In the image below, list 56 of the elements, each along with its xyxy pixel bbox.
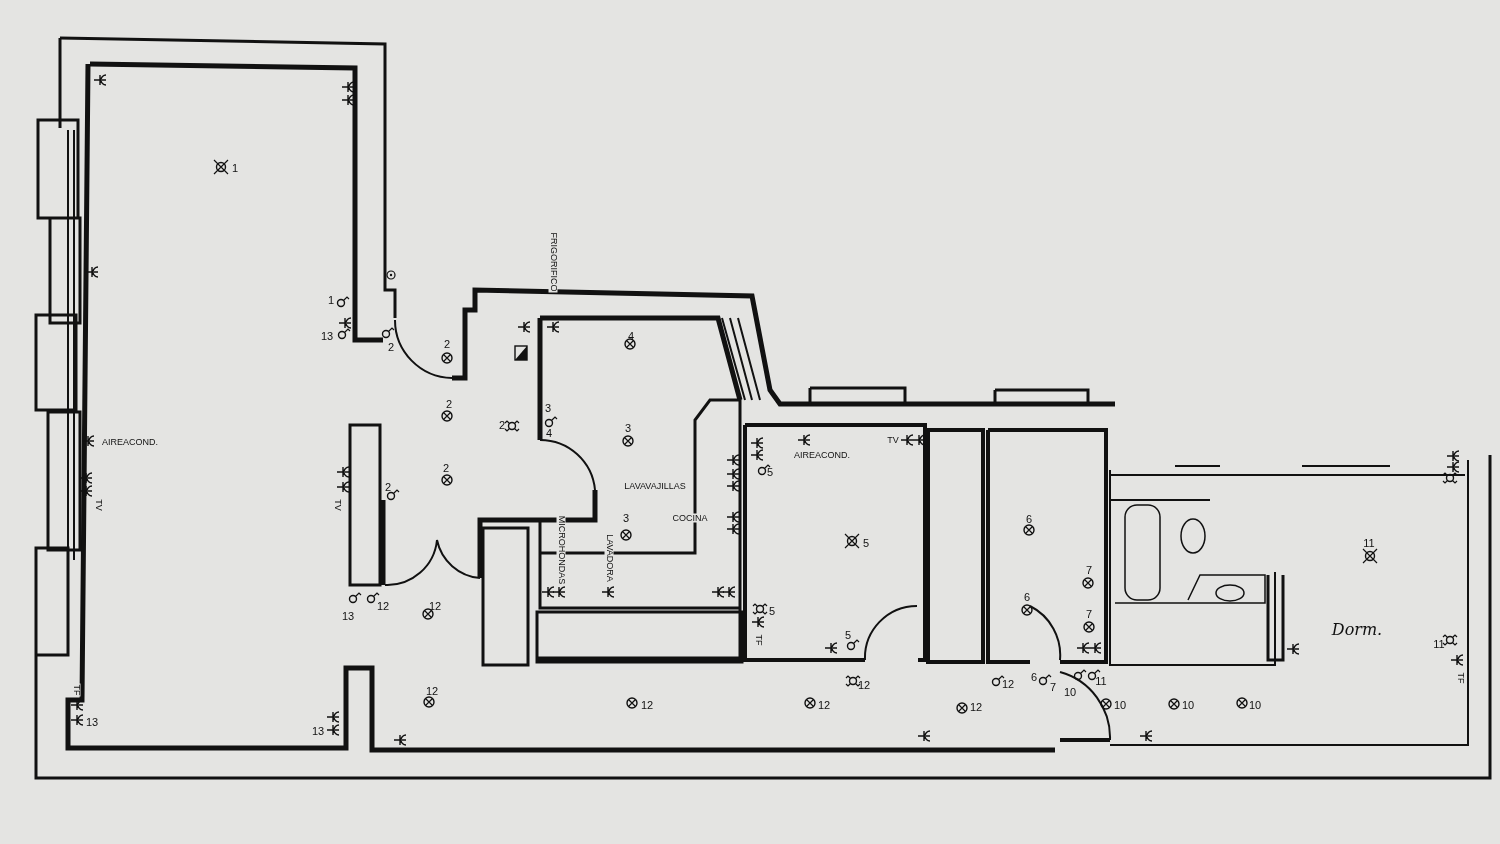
symbol-number: 12 [816, 699, 832, 711]
symbol-number: 12 [968, 701, 984, 713]
appliance-label: MICROHONDAS [556, 514, 566, 586]
symbol-number: 2 [444, 398, 454, 410]
symbol-number: 12 [427, 600, 443, 612]
symbol-number: 1 [326, 294, 336, 306]
symbol-number: 2 [383, 481, 393, 493]
symbol-number: 10 [1112, 699, 1128, 711]
symbol-number: 4 [544, 427, 554, 439]
symbol-number: 4 [626, 330, 636, 342]
appliance-label: LAVAVAJILLAS [623, 481, 687, 491]
symbol-number: 2 [497, 419, 507, 431]
symbol-number: 10 [1062, 686, 1078, 698]
symbol-number: 3 [623, 422, 633, 434]
appliance-label: TV [886, 435, 900, 445]
symbol-number: 2 [386, 341, 396, 353]
symbol-number: 13 [319, 330, 335, 342]
symbol-number: 6 [1029, 671, 1039, 683]
symbol-number: 10 [1180, 699, 1196, 711]
appliance-label: TV [332, 498, 342, 512]
symbol-number: 13 [310, 725, 326, 737]
symbol-number: 1 [230, 162, 240, 174]
appliance-label: FRIGORIFICO [548, 231, 558, 293]
symbol-number: 3 [621, 512, 631, 524]
appliance-label: AIREACOND. [793, 450, 851, 460]
symbol-number: 12 [424, 685, 440, 697]
symbol-number: 12 [375, 600, 391, 612]
appliance-label: TV [93, 498, 103, 512]
symbol-number: 7 [1084, 608, 1094, 620]
appliance-label: COCINA [671, 513, 709, 523]
symbol-number: 13 [84, 716, 100, 728]
symbol-number: 2 [441, 462, 451, 474]
symbol-number: 5 [861, 537, 871, 549]
appliance-label: AIREACOND. [101, 437, 159, 447]
symbol-number: 6 [1024, 513, 1034, 525]
symbol-number: 12 [639, 699, 655, 711]
symbol-number: 11 [1094, 675, 1108, 687]
appliance-label: TF [1455, 671, 1465, 685]
symbol-number: 5 [843, 629, 853, 641]
symbol-number: 5 [765, 466, 775, 478]
symbol-number: 12 [856, 679, 872, 691]
symbol-number: 5 [767, 605, 777, 617]
symbol-number: 2 [442, 338, 452, 350]
appliance-label: TF [71, 683, 81, 697]
symbol-number: 7 [1048, 681, 1058, 693]
symbol-number: 7 [1084, 564, 1094, 576]
symbol-number: 10 [1247, 699, 1263, 711]
symbol-number: 11 [1362, 537, 1376, 549]
handwritten-note: Dorm. [1330, 622, 1384, 638]
appliance-label: TF [753, 633, 763, 647]
appliance-label: LAVADORA [604, 533, 614, 583]
symbol-number: 11 [1432, 638, 1446, 650]
symbol-number: 13 [340, 610, 356, 622]
symbol-number: 12 [1000, 678, 1016, 690]
symbol-number: 6 [1022, 591, 1032, 603]
symbol-number: 3 [543, 402, 553, 414]
